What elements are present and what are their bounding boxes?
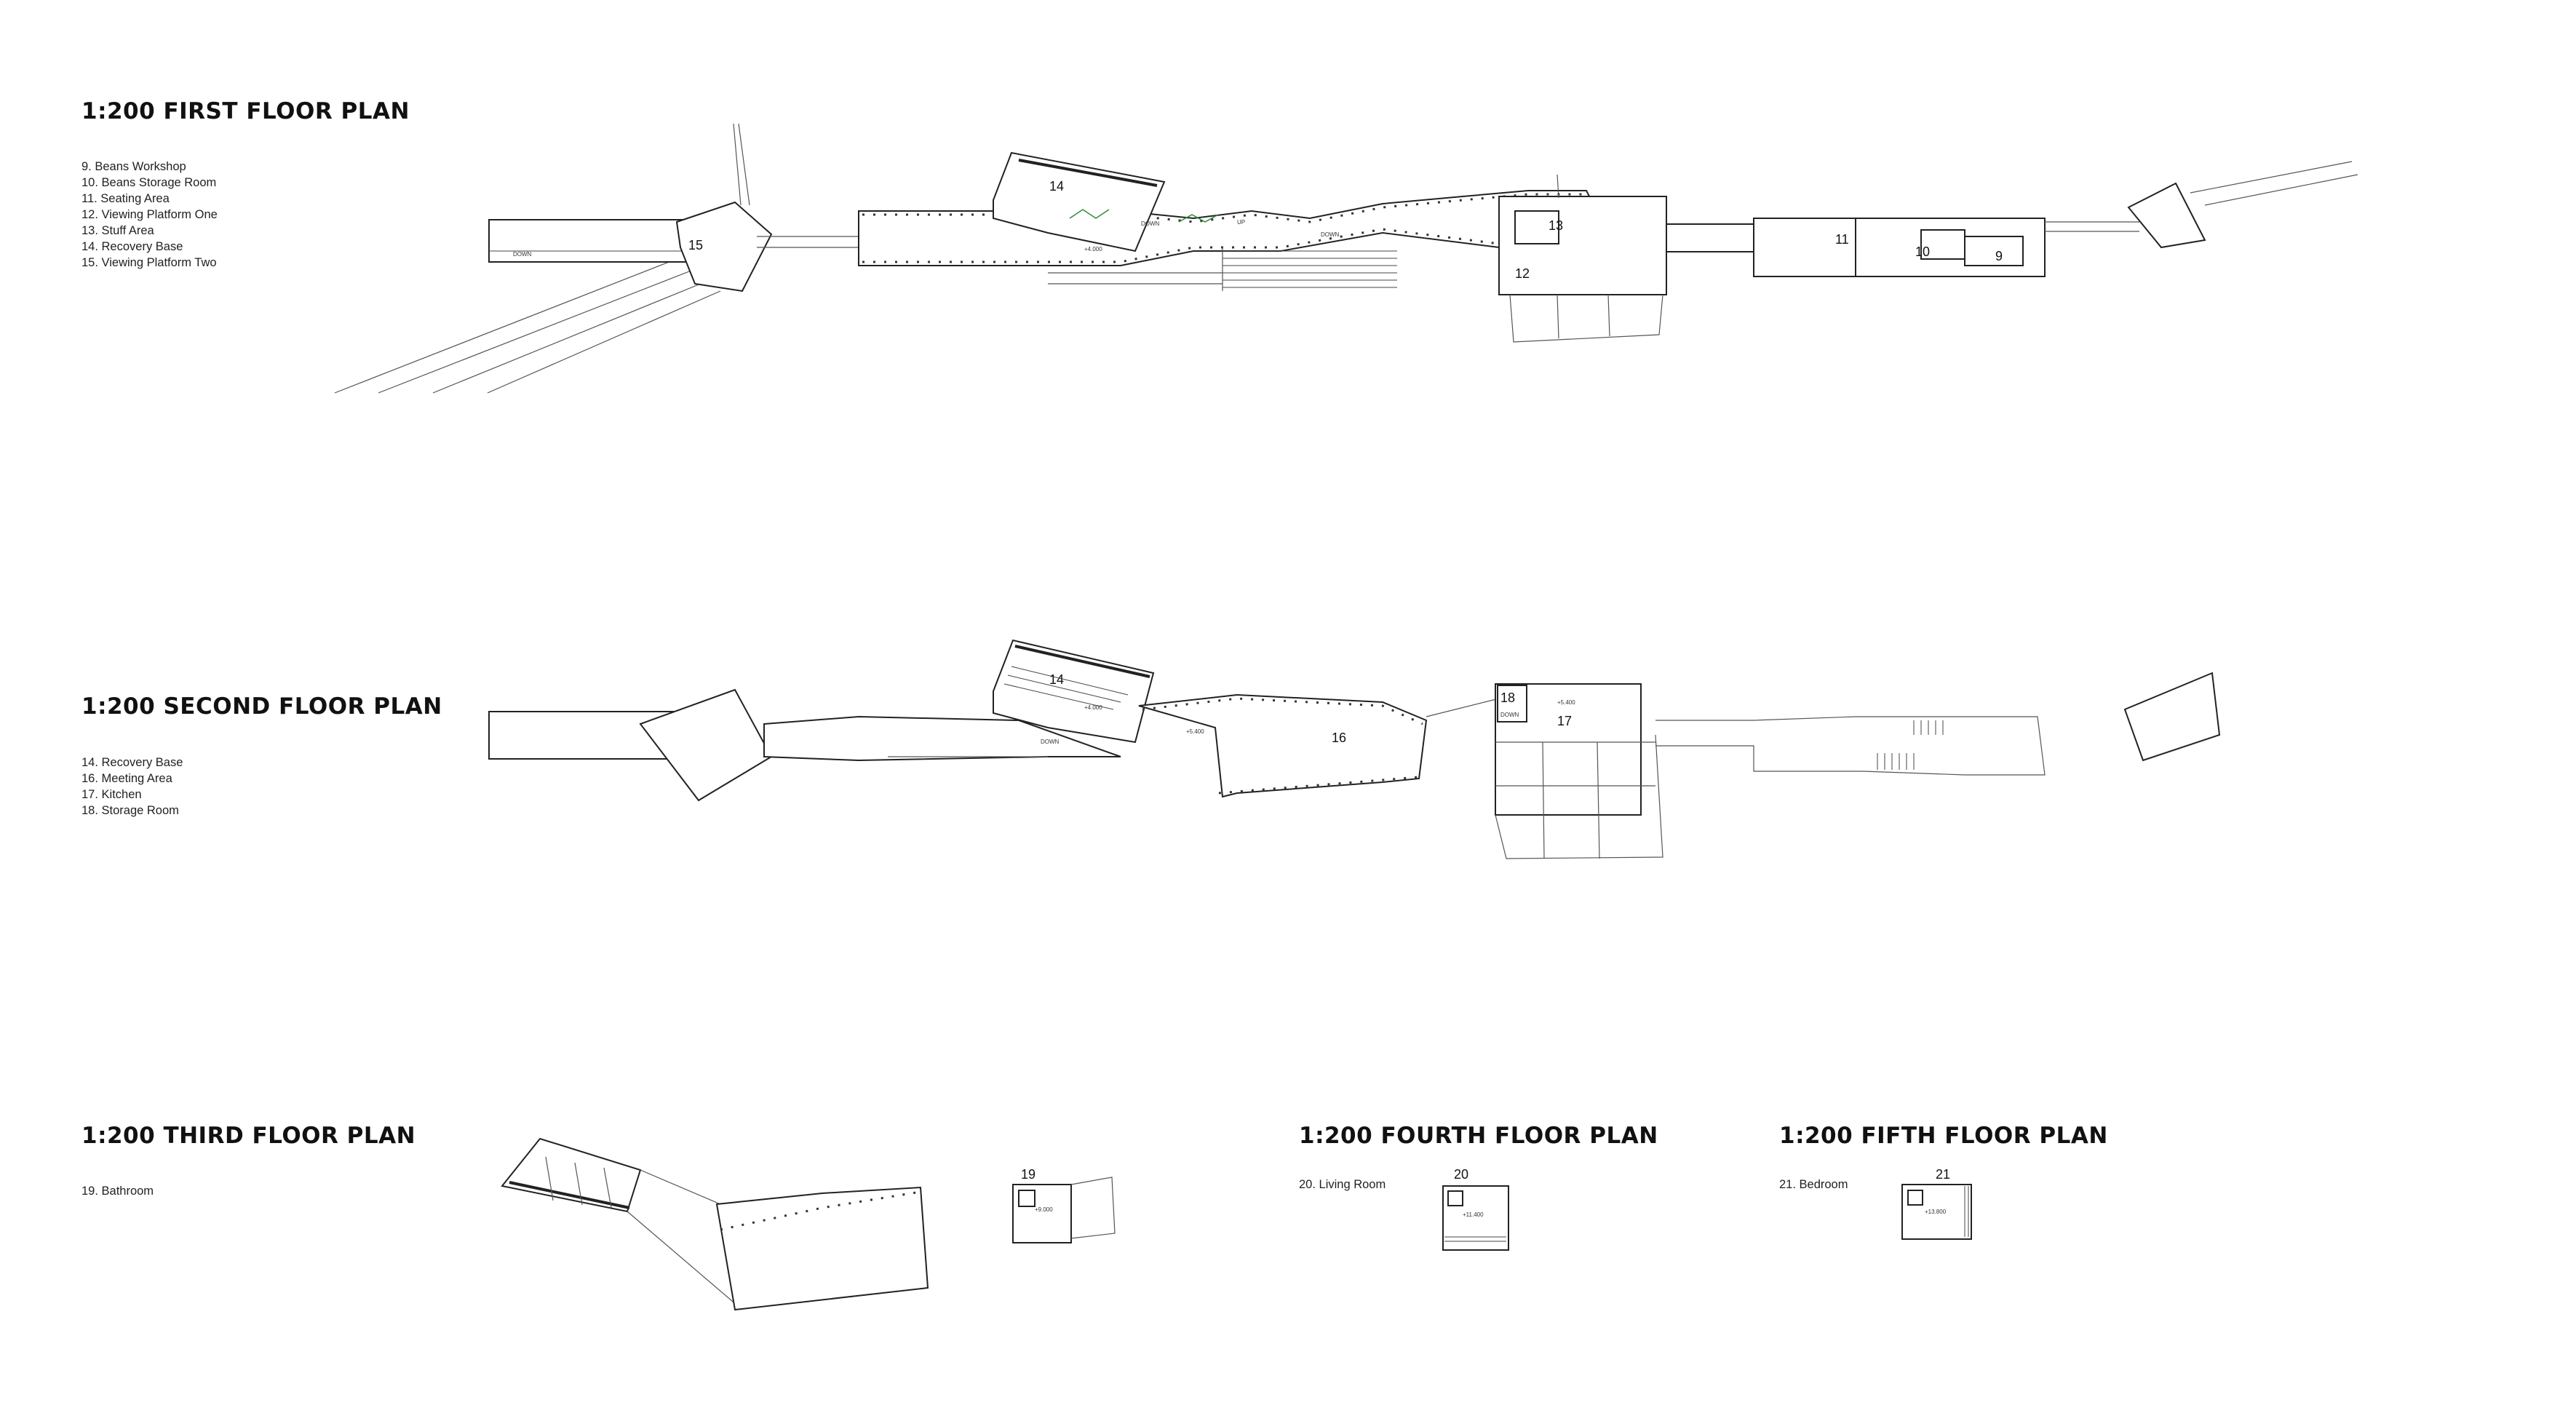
second-floor-title: 1:200 SECOND FLOOR PLAN <box>82 693 442 720</box>
stair-treads <box>1048 247 1397 291</box>
level-annotation: +4.000 <box>1084 704 1102 711</box>
fifth-floor-title: 1:200 FIFTH FLOOR PLAN <box>1779 1123 2108 1149</box>
room-number: 21 <box>1936 1167 1950 1182</box>
legend-item: 20. Living Room <box>1299 1178 1386 1191</box>
legend-item: 14. Recovery Base <box>82 756 183 769</box>
room-number: 15 <box>688 238 703 252</box>
third-floor-legend: 19. Bathroom <box>82 1183 154 1199</box>
legend-item: 15. Viewing Platform Two <box>82 256 217 269</box>
fourth-floor-legend: 20. Living Room <box>1299 1177 1386 1193</box>
storage-room <box>1497 685 1527 723</box>
second-floor-legend: 14. Recovery Base 16. Meeting Area 17. K… <box>82 755 183 819</box>
legend-item: 18. Storage Room <box>82 804 179 817</box>
room-number: 9 <box>1995 249 2003 263</box>
room-number: 17 <box>1557 714 1572 728</box>
ramp-line <box>378 267 699 394</box>
legend-item: 14. Recovery Base <box>82 240 183 253</box>
legend-item: 17. Kitchen <box>82 788 142 801</box>
room-number: 10 <box>1915 244 1930 259</box>
first-floor-title: 1:200 FIRST FLOOR PLAN <box>82 98 410 124</box>
level-annotation: +5.400 <box>1557 699 1575 706</box>
level-annotation: DOWN <box>1141 220 1160 227</box>
corridor-block <box>763 715 1121 762</box>
legend-item: 16. Meeting Area <box>82 772 172 785</box>
first-floor-plan: 15 14 13 12 11 10 9 DOWN DOWN UP DOWN +4… <box>334 123 2358 394</box>
first-floor-legend: 9. Beans Workshop 10. Beans Storage Room… <box>82 159 218 271</box>
skylight-wing <box>501 1137 642 1213</box>
level-annotation: DOWN <box>1041 739 1060 745</box>
ramp-line <box>334 254 688 394</box>
legend-item: 9. Beans Workshop <box>82 160 186 173</box>
fifth-floor-legend: 21. Bedroom <box>1779 1177 1848 1193</box>
bridge <box>1666 223 1754 252</box>
recovery-base-wedge <box>993 151 1166 252</box>
fifth-floor-plan: 21 +13.800 <box>1901 1167 1972 1240</box>
level-annotation: +9.000 <box>1035 1206 1053 1213</box>
stair-treads <box>1877 720 1944 770</box>
level-annotation: DOWN <box>1321 231 1340 238</box>
stuff-area <box>1514 210 1559 244</box>
stair-treads <box>1003 666 1129 710</box>
viewing-platform-two <box>675 201 773 292</box>
roof-plane <box>715 1186 929 1311</box>
legend-item: 12. Viewing Platform One <box>82 208 218 221</box>
room-number: 14 <box>1049 672 1064 687</box>
beans-workshop <box>1964 236 2024 266</box>
legend-item: 10. Beans Storage Room <box>82 176 217 189</box>
room-number: 18 <box>1500 690 1515 705</box>
viewing-deck <box>639 688 773 802</box>
room-number: 13 <box>1549 218 1563 233</box>
room-number: 19 <box>1021 1167 1035 1182</box>
room-number: 16 <box>1332 731 1346 745</box>
room-number: 14 <box>1049 179 1064 194</box>
far-right-tower <box>2127 182 2206 249</box>
far-right-tower <box>2123 672 2221 762</box>
recovery-base-wedge <box>993 639 1155 744</box>
room-number: 11 <box>1835 232 1849 247</box>
room-number: 20 <box>1454 1167 1468 1182</box>
level-annotation: +13.800 <box>1925 1209 1947 1215</box>
ramp-line <box>487 290 721 394</box>
meeting-area <box>1138 693 1428 798</box>
legend-item: 13. Stuff Area <box>82 224 154 237</box>
third-floor-title: 1:200 THIRD FLOOR PLAN <box>82 1123 416 1149</box>
third-floor-plan: 19 +9.000 <box>501 1137 1116 1311</box>
level-annotation: DOWN <box>1500 712 1519 718</box>
seating-area <box>1753 218 1856 277</box>
fourth-floor-title: 1:200 FOURTH FLOOR PLAN <box>1299 1123 1658 1149</box>
room-number: 12 <box>1515 266 1530 281</box>
second-floor-plan: 14 16 18 17 +4.000 DOWN +5.400 DOWN +5.4… <box>488 639 2221 859</box>
level-annotation: UP <box>1237 219 1245 226</box>
main-building-body <box>858 190 1613 266</box>
ramp-line <box>432 279 710 394</box>
level-annotation: +5.400 <box>1186 728 1204 735</box>
legend-item: 11. Seating Area <box>82 192 170 205</box>
legend-item: 19. Bathroom <box>82 1185 154 1198</box>
wing-block <box>488 219 697 263</box>
level-annotation: +4.000 <box>1084 246 1102 252</box>
fourth-floor-plan: 20 +11.400 <box>1442 1167 1509 1251</box>
level-annotation: +11.400 <box>1463 1211 1484 1218</box>
level-annotation: DOWN <box>513 251 532 258</box>
legend-item: 21. Bedroom <box>1779 1178 1848 1191</box>
